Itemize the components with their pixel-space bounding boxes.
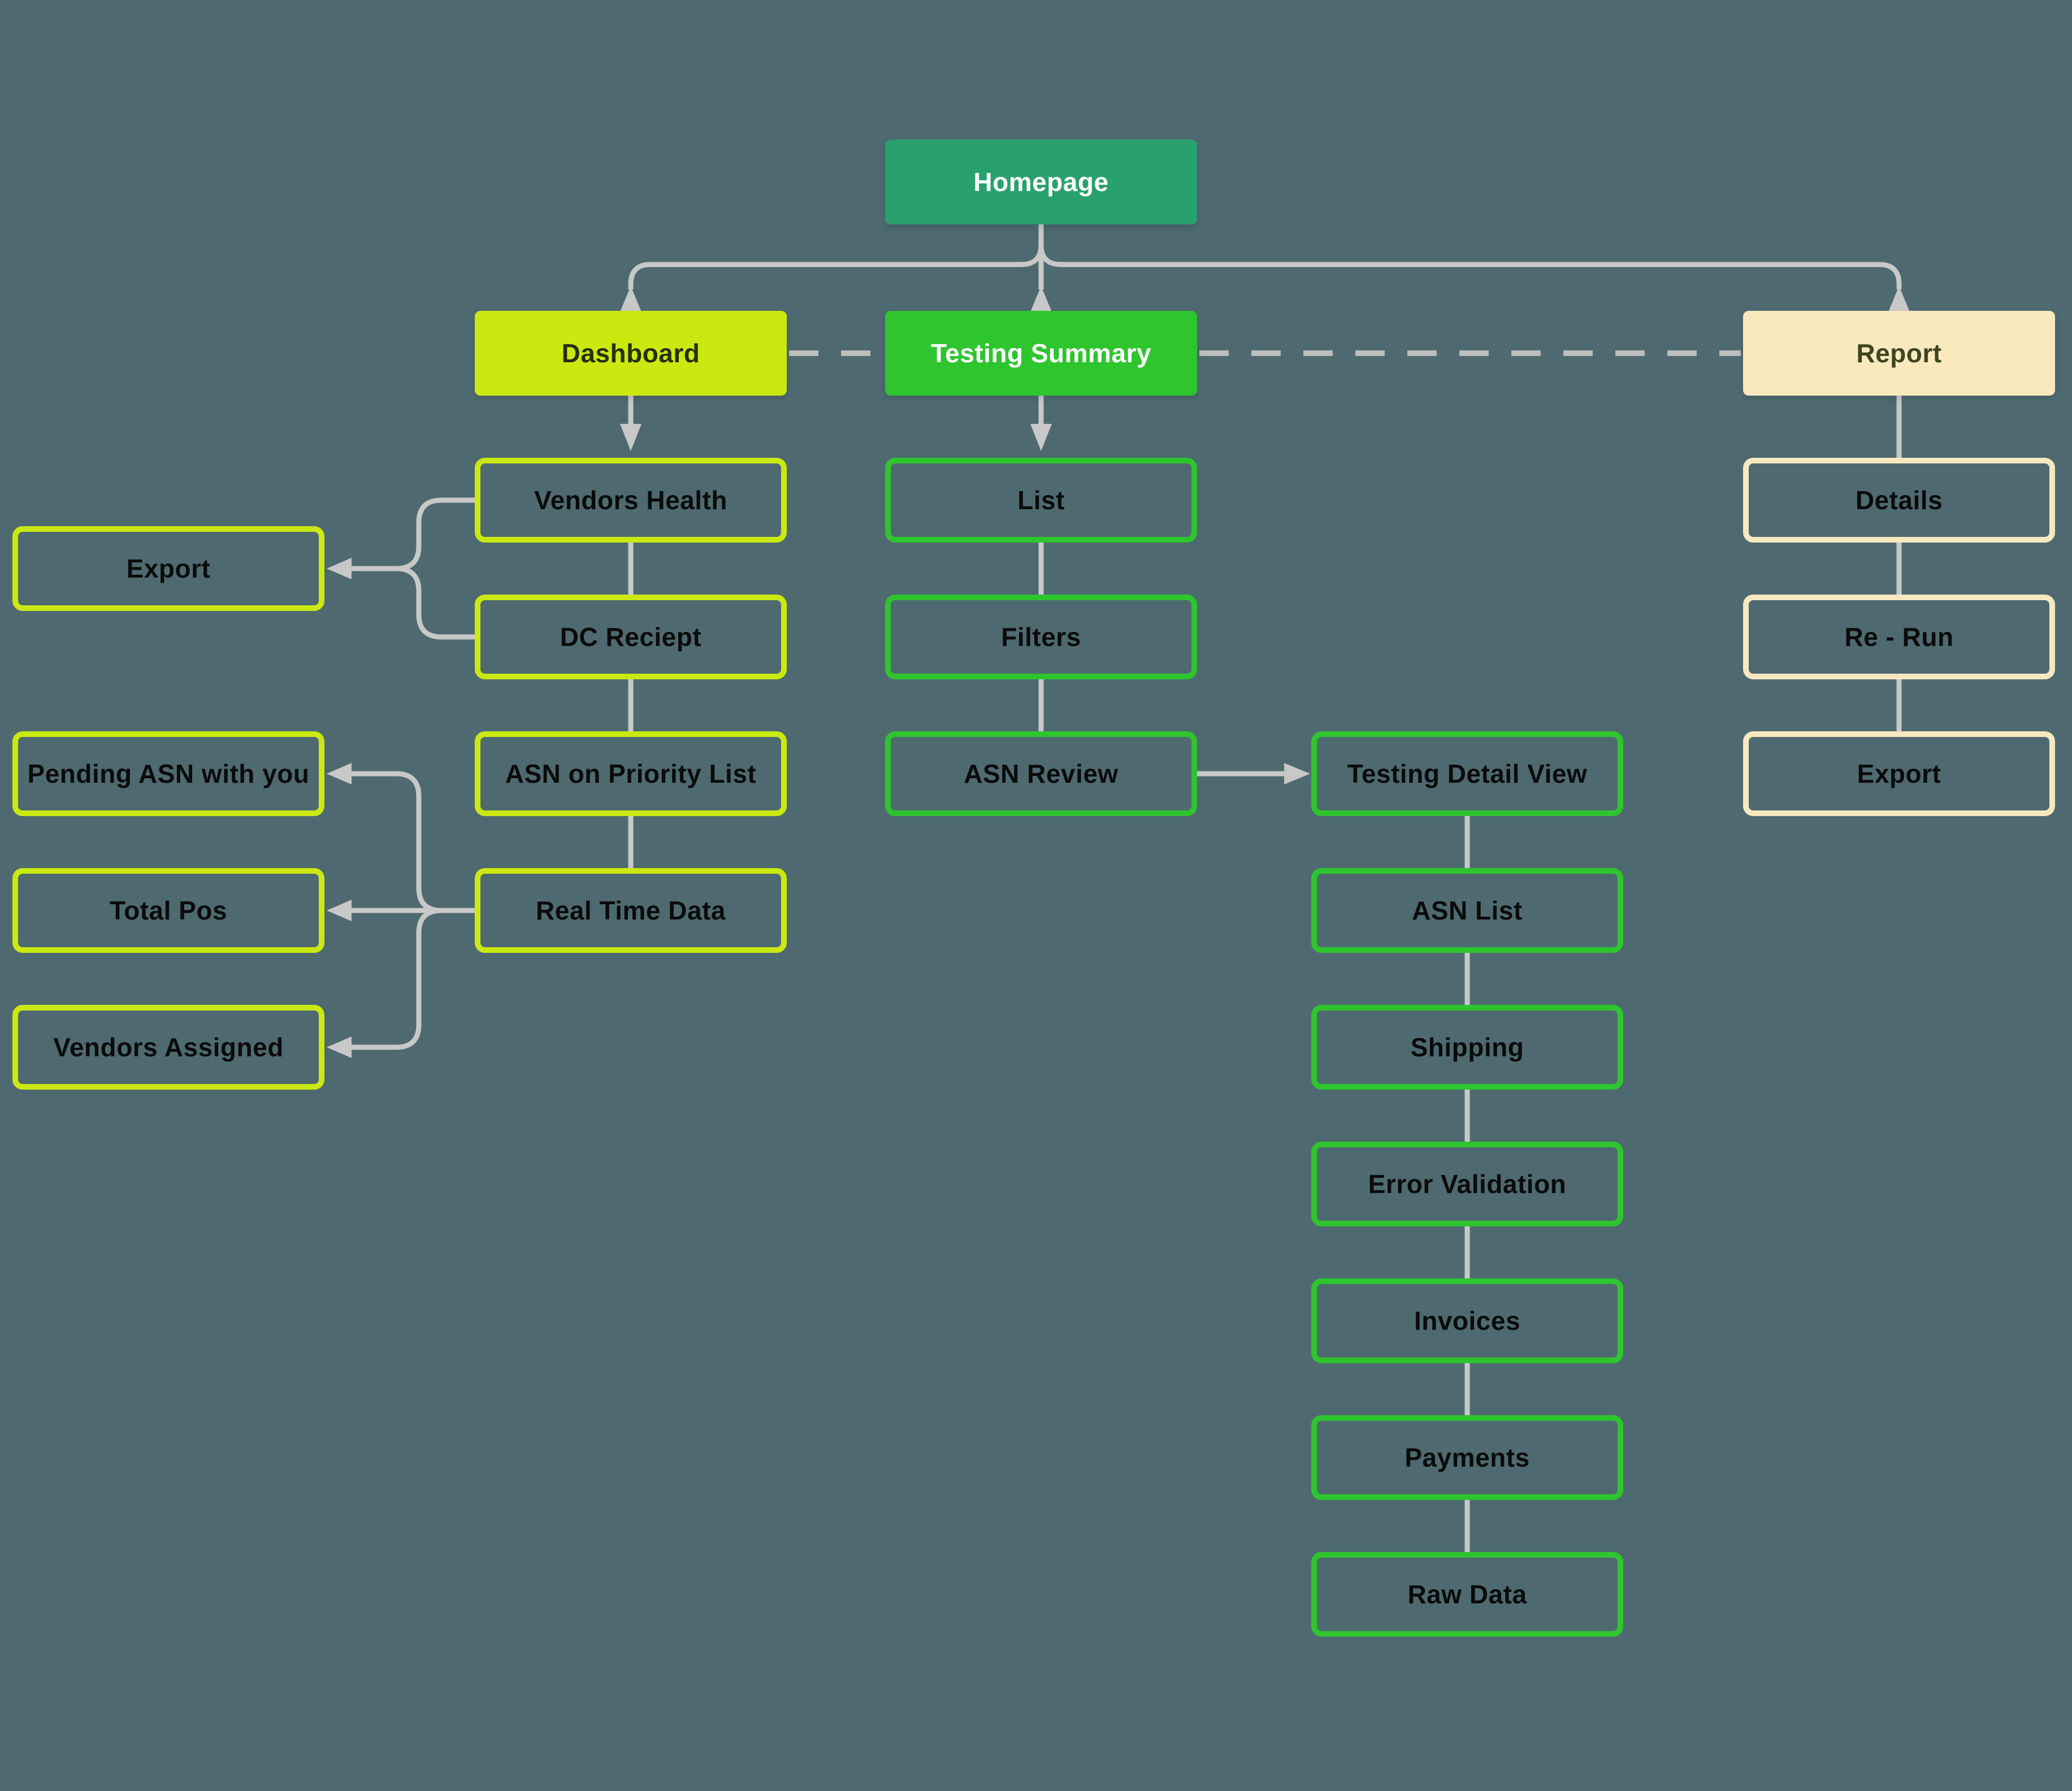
connector-homepage-dashboard	[628, 224, 1044, 289]
node-filters[interactable]: Filters	[885, 595, 1197, 679]
arrowhead-left-pending	[327, 763, 352, 784]
connector-homepage-report	[1038, 224, 1902, 289]
node-export-report[interactable]: Export	[1743, 731, 2055, 816]
arrowhead-left-vendors-assigned	[327, 1037, 352, 1058]
node-asn-on-priority-list[interactable]: ASN on Priority List	[475, 731, 787, 816]
arrowhead-left-total-pos	[327, 900, 352, 921]
node-invoices[interactable]: Invoices	[1311, 1278, 1623, 1363]
node-testing-detail-view[interactable]: Testing Detail View	[1311, 731, 1623, 816]
node-error-validation[interactable]: Error Validation	[1311, 1142, 1623, 1226]
arrowhead-up-report	[1888, 286, 1910, 312]
node-testing-summary[interactable]: Testing Summary	[885, 311, 1197, 396]
node-asn-review[interactable]: ASN Review	[885, 731, 1197, 816]
arrowhead-up-testing-summary	[1030, 286, 1052, 312]
node-asn-list[interactable]: ASN List	[1311, 868, 1623, 953]
node-vendors-health[interactable]: Vendors Health	[475, 458, 787, 543]
node-raw-data[interactable]: Raw Data	[1311, 1552, 1623, 1637]
node-list[interactable]: List	[885, 458, 1197, 543]
connector-rtd-vendors-assigned	[352, 908, 475, 1050]
connector-dc-reciept-export	[383, 566, 475, 640]
node-total-pos[interactable]: Total Pos	[12, 868, 324, 953]
connector-rtd-pending	[352, 771, 475, 913]
arrowhead-up-dashboard	[620, 286, 641, 312]
arrowhead-left-export	[327, 558, 352, 579]
node-report[interactable]: Report	[1743, 311, 2055, 396]
node-export-dashboard[interactable]: Export	[12, 526, 324, 611]
node-pending-asn-with-you[interactable]: Pending ASN with you	[12, 731, 324, 816]
node-homepage[interactable]: Homepage	[885, 140, 1197, 224]
node-real-time-data[interactable]: Real Time Data	[475, 868, 787, 953]
node-dc-reciept[interactable]: DC Reciept	[475, 595, 787, 679]
arrowhead-down-list	[1030, 424, 1052, 451]
arrowhead-right-tdv	[1284, 763, 1310, 784]
connector-vendors-health-export	[383, 497, 475, 571]
node-shipping[interactable]: Shipping	[1311, 1005, 1623, 1090]
arrowhead-down-vendors-health	[620, 424, 641, 451]
node-re-run[interactable]: Re - Run	[1743, 595, 2055, 679]
node-vendors-assigned[interactable]: Vendors Assigned	[12, 1005, 324, 1090]
node-details[interactable]: Details	[1743, 458, 2055, 543]
node-dashboard[interactable]: Dashboard	[475, 311, 787, 396]
node-payments[interactable]: Payments	[1311, 1415, 1623, 1500]
